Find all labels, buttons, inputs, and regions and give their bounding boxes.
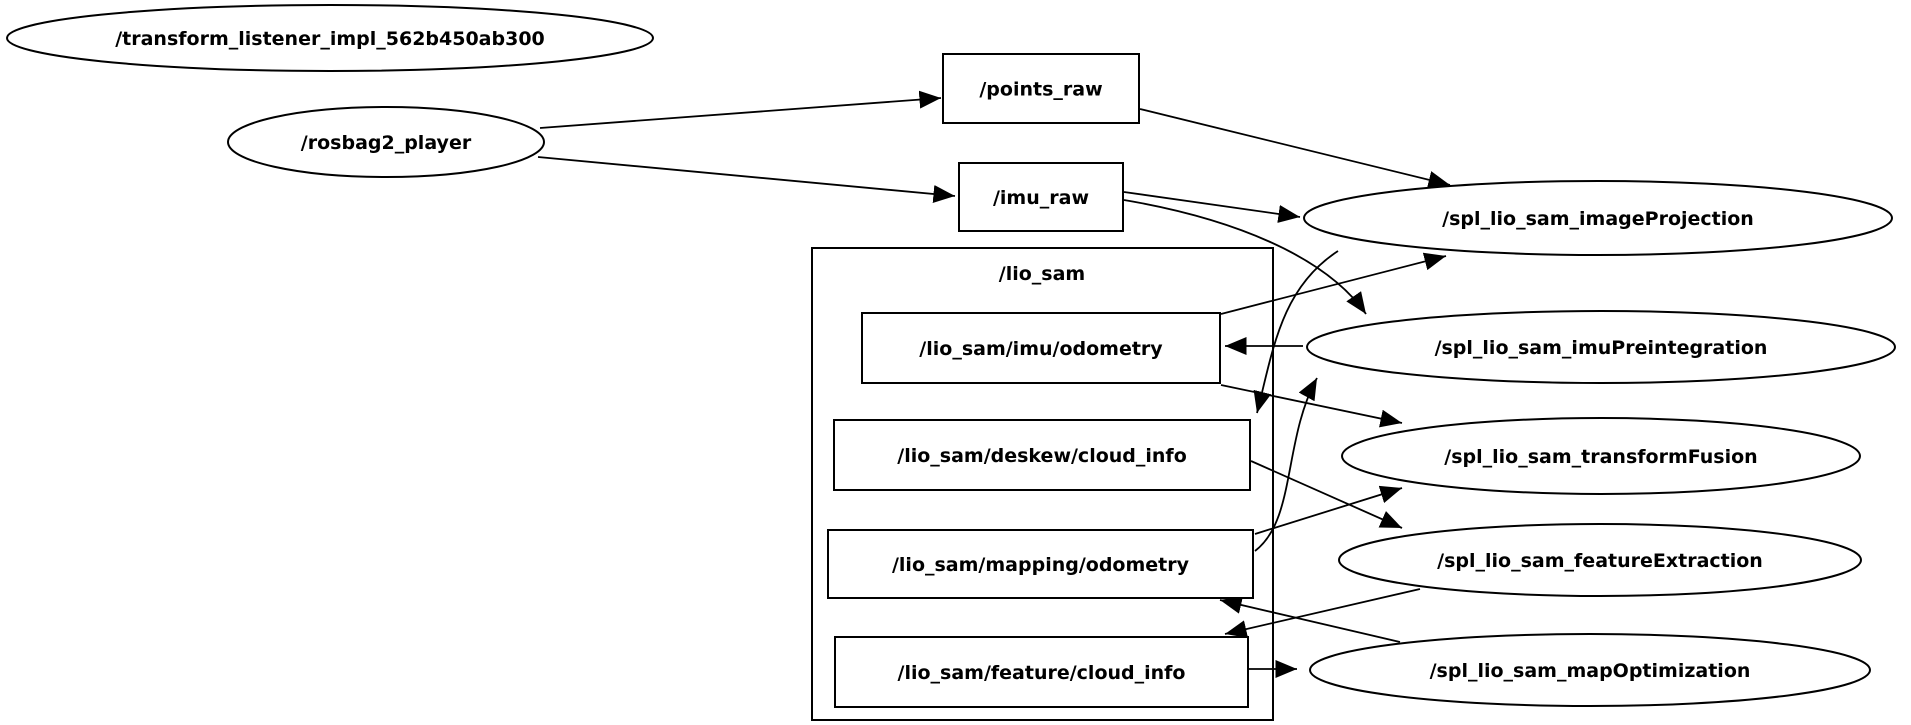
node-label: /points_raw (979, 79, 1102, 101)
node-transform_listener: /transform_listener_impl_562b450ab300 (6, 4, 654, 72)
node-ellipse-shape (1338, 523, 1862, 597)
node-ellipse-shape (227, 106, 545, 178)
node-ellipse-shape (1341, 417, 1861, 495)
nodes-layer: /transform_listener_impl_562b450ab300/ro… (6, 4, 1896, 721)
topic-lio_sam_imu_odometry: /lio_sam/imu/odometry (861, 312, 1221, 384)
node-label: /imu_raw (993, 187, 1089, 209)
node-label: /lio_sam/deskew/cloud_info (897, 445, 1187, 467)
node-spl_lio_sam_transformFusion: /spl_lio_sam_transformFusion (1341, 417, 1861, 495)
node-rosbag2_player: /rosbag2_player (227, 106, 545, 178)
topic-box-shape (833, 419, 1251, 491)
topic-lio_sam_feature_cloud_info: /lio_sam/feature/cloud_info (834, 636, 1249, 708)
node-label: /lio_sam (999, 263, 1085, 285)
node-label: /transform_listener_impl_562b450ab300 (115, 28, 545, 50)
node-label: /lio_sam/imu/odometry (919, 338, 1163, 360)
edge-lio_sam_imu_odometry-to-spl_lio_sam_transformFusion (1220, 384, 1403, 428)
node-label: /spl_lio_sam_mapOptimization (1430, 660, 1751, 682)
node-spl_lio_sam_imuPreintegration: /spl_lio_sam_imuPreintegration (1306, 310, 1896, 384)
node-label: /spl_lio_sam_featureExtraction (1437, 550, 1763, 572)
edge-lio_sam_deskew_cloud_info-to-spl_lio_sam_featureExtraction (1250, 460, 1403, 529)
topic-box-shape (942, 53, 1140, 124)
node-label: /spl_lio_sam_transformFusion (1444, 446, 1757, 468)
edge-rosbag2_player-to-imu_raw (537, 156, 956, 203)
edge-imu_raw-to-spl_lio_sam_imageProjection (1123, 191, 1301, 223)
edge-spl_lio_sam_mapOptimization-to-lio_sam_mapping_odometry (1219, 596, 1401, 643)
cluster-boundary (811, 247, 1274, 721)
node-label: /lio_sam/feature/cloud_info (898, 662, 1186, 684)
edge-points_raw-to-spl_lio_sam_imageProjection (1139, 108, 1451, 189)
node-ellipse-shape (6, 4, 654, 72)
topic-box-shape (827, 529, 1254, 599)
node-lio_sam_cluster: /lio_sam (811, 247, 1274, 721)
edges-layer (537, 90, 1451, 678)
edge-lio_sam_mapping_odometry-to-spl_lio_sam_transformFusion (1254, 485, 1403, 535)
edge-lio_sam_imu_odometry-to-spl_lio_sam_imageProjection (1220, 252, 1447, 315)
node-label: /spl_lio_sam_imuPreintegration (1435, 337, 1768, 359)
topic-box-shape (861, 312, 1221, 384)
topic-box-shape (958, 162, 1124, 232)
edge-lio_sam_mapping_odometry-to-spl_lio_sam_imuPreintegration (1254, 377, 1318, 552)
edge-imu_raw-to-spl_lio_sam_imuPreintegration (1123, 199, 1367, 315)
node-spl_lio_sam_featureExtraction: /spl_lio_sam_featureExtraction (1338, 523, 1862, 597)
edge-spl_lio_sam_imageProjection-to-lio_sam_deskew_cloud_info (1253, 250, 1339, 414)
node-ellipse-shape (1306, 310, 1896, 384)
node-label: /rosbag2_player (301, 132, 472, 154)
node-label: /lio_sam/mapping/odometry (892, 554, 1190, 576)
topic-lio_sam_mapping_odometry: /lio_sam/mapping/odometry (827, 529, 1254, 599)
node-spl_lio_sam_imageProjection: /spl_lio_sam_imageProjection (1303, 180, 1893, 256)
topic-imu_raw: /imu_raw (958, 162, 1124, 232)
node-spl_lio_sam_mapOptimization: /spl_lio_sam_mapOptimization (1309, 633, 1871, 707)
edge-spl_lio_sam_featureExtraction-to-lio_sam_feature_cloud_info (1224, 588, 1421, 638)
node-label: /spl_lio_sam_imageProjection (1442, 208, 1754, 230)
topic-lio_sam_deskew_cloud_info: /lio_sam/deskew/cloud_info (833, 419, 1251, 491)
node-ellipse-shape (1303, 180, 1893, 256)
topic-box-shape (834, 636, 1249, 708)
node-ellipse-shape (1309, 633, 1871, 707)
topic-points_raw: /points_raw (942, 53, 1140, 124)
edge-rosbag2_player-to-points_raw (539, 90, 942, 129)
